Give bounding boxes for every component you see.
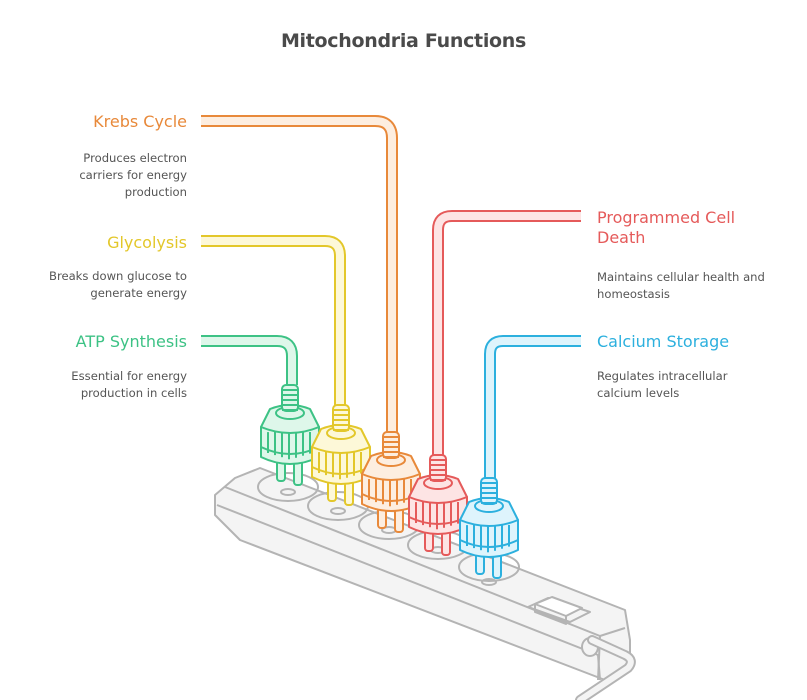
plug-2 [260, 384, 320, 486]
plug-0 [361, 431, 421, 533]
label-calcium-storage: Calcium Storage [597, 332, 730, 351]
desc-krebs-cycle: Produces electron carriers for energy pr… [79, 151, 187, 199]
cable-0 [201, 115, 398, 440]
label-krebs-cycle: Krebs Cycle [93, 112, 187, 131]
cable-1 [201, 235, 346, 410]
plug-1 [311, 404, 371, 506]
desc-programmed-cell-death: Maintains cellular health and homeostasi… [597, 270, 765, 301]
cable-4 [484, 335, 581, 485]
plug-3 [408, 454, 468, 556]
label-glycolysis: Glycolysis [107, 233, 187, 252]
desc-atp-synthesis: Essential for energy production in cells [71, 369, 187, 400]
label-programmed-cell-death: Programmed Cell Death [597, 208, 736, 247]
desc-glycolysis: Breaks down glucose to generate energy [48, 269, 187, 300]
label-atp-synthesis: ATP Synthesis [75, 332, 187, 351]
power-switch-icon [527, 596, 591, 625]
plug-4 [459, 477, 519, 579]
cable-3 [432, 210, 581, 460]
diagram-title: Mitochondria Functions [280, 30, 527, 52]
power-cord [575, 635, 636, 700]
cable-2 [201, 335, 298, 385]
socket-1 [257, 472, 319, 502]
desc-calcium-storage: Regulates intracellular calcium levels [597, 369, 728, 400]
